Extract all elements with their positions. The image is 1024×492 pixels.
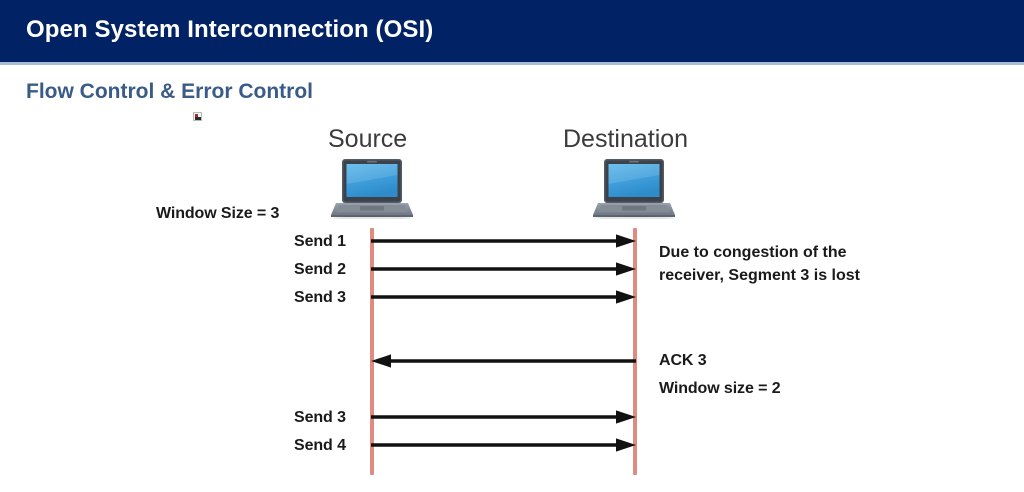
laptop-icon-source (330, 157, 414, 220)
note-congestion-line-1: Due to congestion of the (659, 244, 847, 261)
page-title: Open System Interconnection (OSI) (26, 16, 434, 43)
label-window-size-initial: Window Size = 3 (156, 205, 280, 222)
header-underline (0, 62, 1024, 65)
note-congestion: Due to congestion of the receiver, Segme… (659, 241, 919, 287)
message-arrow-send-4 (371, 438, 636, 452)
label-send-3: Send 3 (294, 289, 346, 306)
label-send-4: Send 4 (294, 437, 346, 454)
message-arrow-send-1 (371, 234, 636, 248)
message-arrow-send-2 (371, 262, 636, 276)
message-arrow-send-3-retry (371, 410, 636, 424)
broken-image-icon (193, 112, 202, 121)
lifeline-destination (633, 228, 637, 475)
node-label-source: Source (328, 125, 408, 153)
label-send-2: Send 2 (294, 261, 346, 278)
node-label-destination: Destination (563, 125, 689, 153)
label-send-3-retry: Send 3 (294, 409, 346, 426)
label-window-size-after: Window size = 2 (659, 380, 781, 397)
message-arrow-ack-3 (371, 354, 636, 368)
lifeline-source (370, 228, 374, 475)
header-bar (0, 0, 1024, 62)
message-arrow-send-3 (371, 290, 636, 304)
label-ack-3: ACK 3 (659, 352, 707, 369)
label-send-1: Send 1 (294, 233, 346, 250)
note-congestion-line-2: receiver, Segment 3 is lost (659, 267, 860, 285)
section-subtitle: Flow Control & Error Control (26, 80, 313, 103)
laptop-icon-destination (592, 157, 676, 220)
